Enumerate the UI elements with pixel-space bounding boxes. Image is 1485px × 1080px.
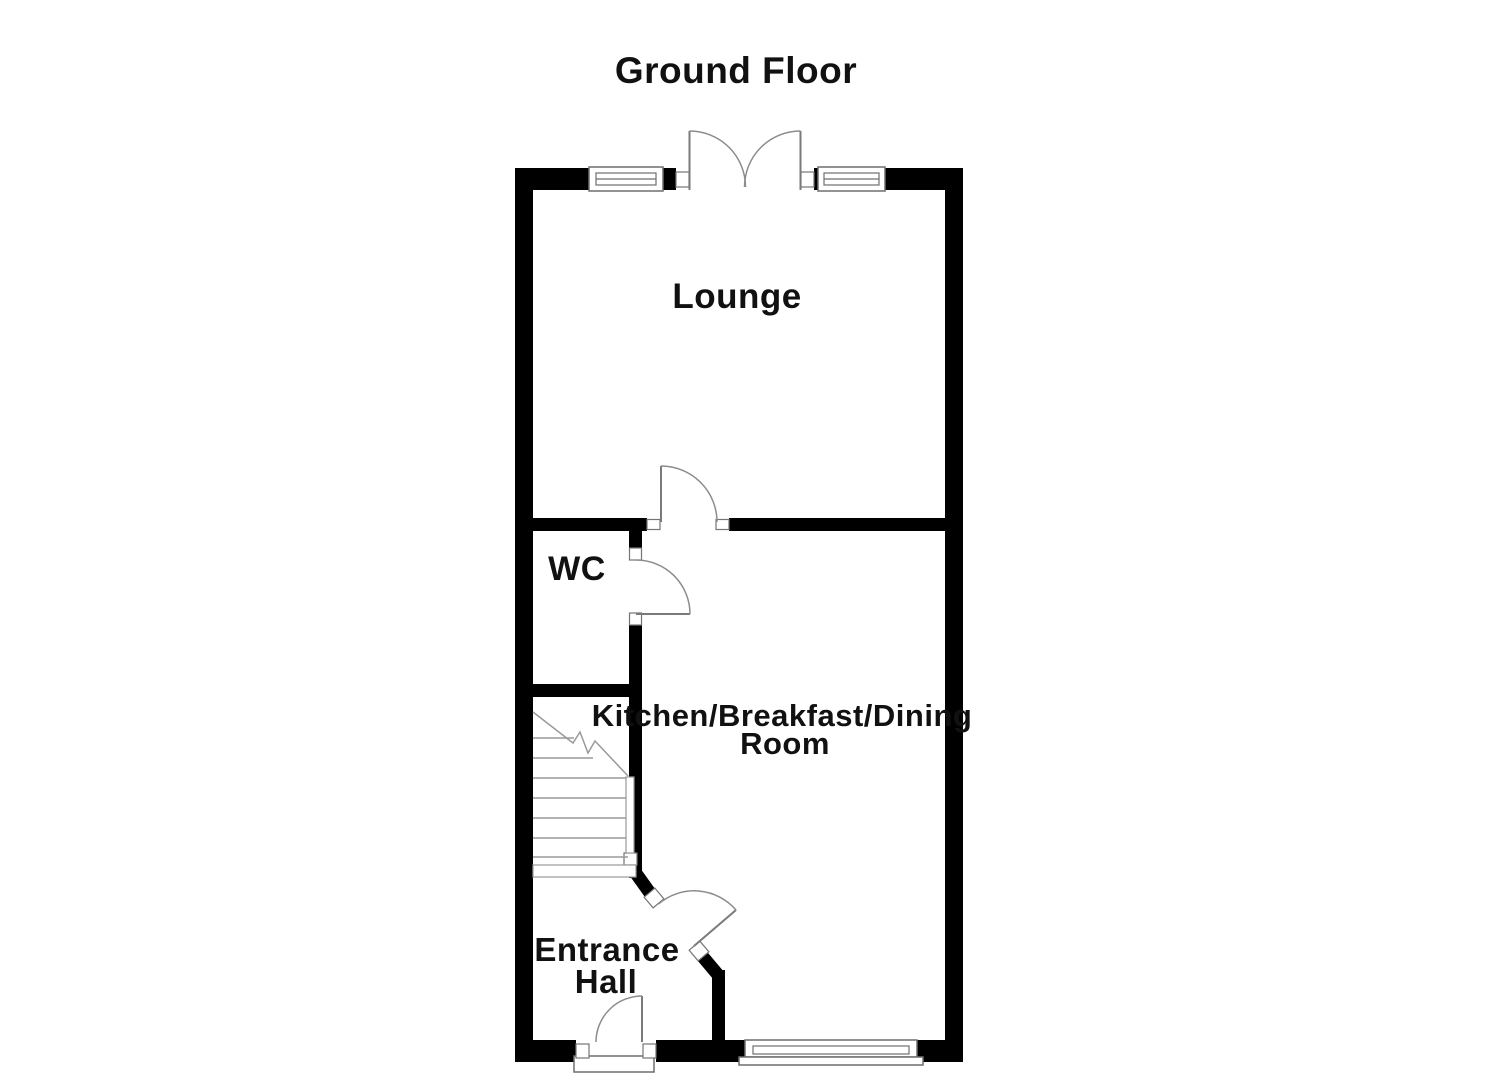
room-label-kitchen-line2: Room [740,726,830,761]
stair-direction-break-line [532,711,629,777]
room-label-wc: WC [548,550,606,588]
stair-stringer [625,776,635,854]
wall-lounge-divider-left [533,518,647,531]
wall-left [515,168,533,1062]
wall-lounge-divider-right [729,518,945,531]
front-door-jamb-left [575,1043,590,1059]
wall-wc-bottom [533,684,642,697]
hall-kitchen-door [658,890,737,947]
hall-kitchen-door-arc [658,890,737,911]
wall-diagonal-upper [629,868,656,897]
french-door-arc-right [743,130,801,188]
wall-wc-vertical-upper [629,518,642,548]
french-door-arc-left [689,130,747,188]
front-door [595,995,643,1043]
french-door-jamb-left [675,171,690,188]
room-label-entrance-line1: Entrance [534,931,679,968]
wc-door-jamb-top [628,547,643,561]
window-top-left [588,166,664,192]
lounge-door-jamb-left [646,518,661,531]
lounge-door [660,465,718,523]
french-door-jamb-right [800,171,815,188]
lounge-door-jamb-right [715,518,730,531]
front-door-jamb-right [642,1043,657,1059]
window-bottom-inner [752,1045,910,1055]
wall-hall-divider-vertical [712,970,725,1042]
wc-door-arc [635,559,691,615]
window-bottom-sill [738,1056,924,1066]
wc-door-jamb-bottom [628,612,643,626]
stair-bottom-step [532,864,637,878]
wc-door [635,559,691,615]
porch-step [573,1055,655,1073]
window-top-right [817,166,886,192]
front-door-arc [595,995,643,1043]
wall-right [945,168,963,1062]
room-label-lounge: Lounge [672,277,801,316]
room-label-kitchen-line1: Kitchen/Breakfast/Dining [592,698,973,733]
lounge-door-arc [660,465,718,523]
stairs-foot-jamb [623,852,638,866]
page-title: Ground Floor [615,50,857,91]
door-jambs [575,171,815,1059]
window-bottom [738,1039,924,1066]
hall-kitchen-door-leaf [693,909,737,947]
room-label-entrance-line2: Hall [575,963,638,1000]
staircase [532,711,637,878]
french-doors [688,130,802,190]
